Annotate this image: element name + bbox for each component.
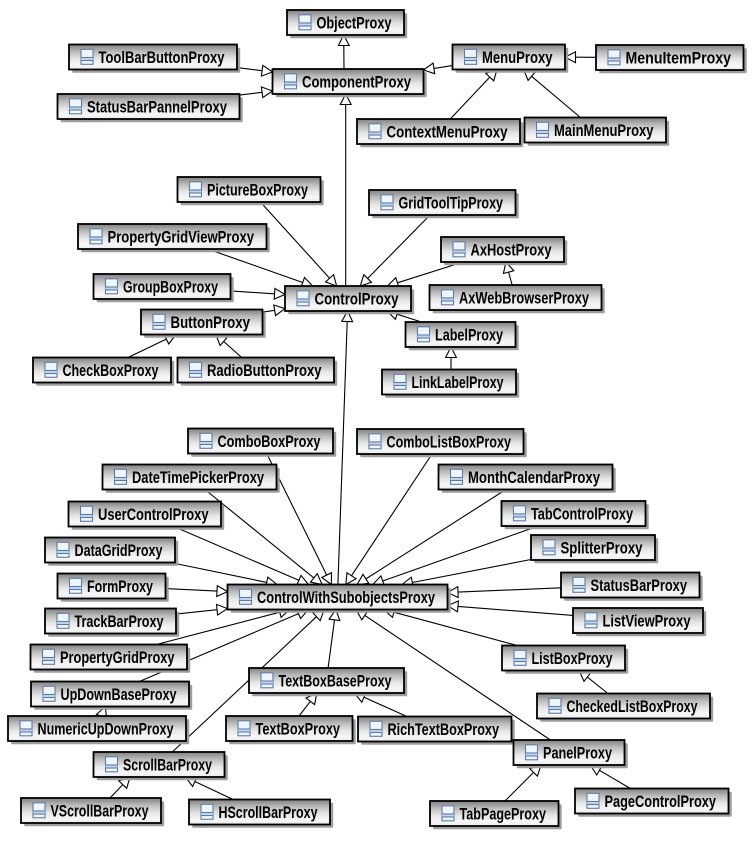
svg-text:AxWebBrowserProxy: AxWebBrowserProxy: [459, 290, 589, 308]
svg-text:UserControlProxy: UserControlProxy: [98, 506, 209, 524]
svg-text:StatusBarPannelProxy: StatusBarPannelProxy: [87, 99, 227, 117]
svg-text:ComboBoxProxy: ComboBoxProxy: [218, 433, 321, 451]
svg-text:PictureBoxProxy: PictureBoxProxy: [207, 182, 308, 200]
svg-text:PropertyGridProxy: PropertyGridProxy: [60, 649, 175, 667]
svg-text:DataGridProxy: DataGridProxy: [75, 542, 163, 560]
svg-text:ContextMenuProxy: ContextMenuProxy: [387, 124, 508, 142]
svg-text:PanelProxy: PanelProxy: [543, 745, 612, 763]
svg-text:ToolBarButtonProxy: ToolBarButtonProxy: [99, 49, 225, 67]
svg-text:ButtonProxy: ButtonProxy: [171, 314, 251, 332]
svg-text:PropertyGridViewProxy: PropertyGridViewProxy: [108, 229, 255, 247]
svg-text:FormProxy: FormProxy: [87, 578, 153, 596]
svg-text:TrackBarProxy: TrackBarProxy: [75, 613, 164, 631]
svg-text:RadioButtonProxy: RadioButtonProxy: [207, 362, 322, 380]
svg-text:UpDownBaseProxy: UpDownBaseProxy: [61, 686, 177, 704]
svg-text:PageControlProxy: PageControlProxy: [605, 793, 717, 811]
svg-text:HScrollBarProxy: HScrollBarProxy: [219, 804, 318, 822]
svg-text:LabelProxy: LabelProxy: [435, 327, 503, 345]
svg-text:TabControlProxy: TabControlProxy: [531, 506, 633, 524]
svg-text:MainMenuProxy: MainMenuProxy: [554, 122, 654, 140]
svg-text:VScrollBarProxy: VScrollBarProxy: [51, 803, 149, 821]
svg-text:SplitterProxy: SplitterProxy: [561, 540, 643, 558]
svg-text:ControlWithSubobjectsProxy: ControlWithSubobjectsProxy: [257, 589, 435, 607]
svg-text:CheckedListBoxProxy: CheckedListBoxProxy: [567, 698, 698, 716]
svg-text:ScrollBarProxy: ScrollBarProxy: [123, 757, 212, 775]
svg-text:GroupBoxProxy: GroupBoxProxy: [123, 279, 218, 297]
svg-text:CheckBoxProxy: CheckBoxProxy: [63, 362, 159, 380]
svg-text:TextBoxProxy: TextBoxProxy: [256, 721, 341, 739]
svg-text:TextBoxBaseProxy: TextBoxBaseProxy: [279, 673, 392, 691]
svg-text:ListBoxProxy: ListBoxProxy: [532, 650, 613, 668]
svg-text:ControlProxy: ControlProxy: [315, 291, 399, 309]
svg-text:ComponentProxy: ComponentProxy: [302, 74, 411, 92]
svg-text:NumericUpDownProxy: NumericUpDownProxy: [38, 721, 174, 739]
svg-text:LinkLabelProxy: LinkLabelProxy: [412, 374, 504, 392]
svg-text:TabPageProxy: TabPageProxy: [460, 806, 547, 824]
svg-text:ObjectProxy: ObjectProxy: [317, 15, 392, 33]
svg-text:AxHostProxy: AxHostProxy: [471, 242, 552, 260]
svg-text:RichTextBoxProxy: RichTextBoxProxy: [388, 721, 500, 739]
svg-text:ListViewProxy: ListViewProxy: [603, 613, 691, 631]
svg-text:MonthCalendarProxy: MonthCalendarProxy: [468, 469, 600, 487]
svg-text:MenuItemProxy: MenuItemProxy: [626, 50, 732, 68]
svg-text:MenuProxy: MenuProxy: [482, 49, 553, 67]
svg-text:ComboListBoxProxy: ComboListBoxProxy: [387, 434, 512, 452]
svg-text:DateTimePickerProxy: DateTimePickerProxy: [132, 469, 264, 487]
svg-text:StatusBarProxy: StatusBarProxy: [591, 577, 688, 595]
svg-text:GridToolTipProxy: GridToolTipProxy: [399, 195, 504, 213]
